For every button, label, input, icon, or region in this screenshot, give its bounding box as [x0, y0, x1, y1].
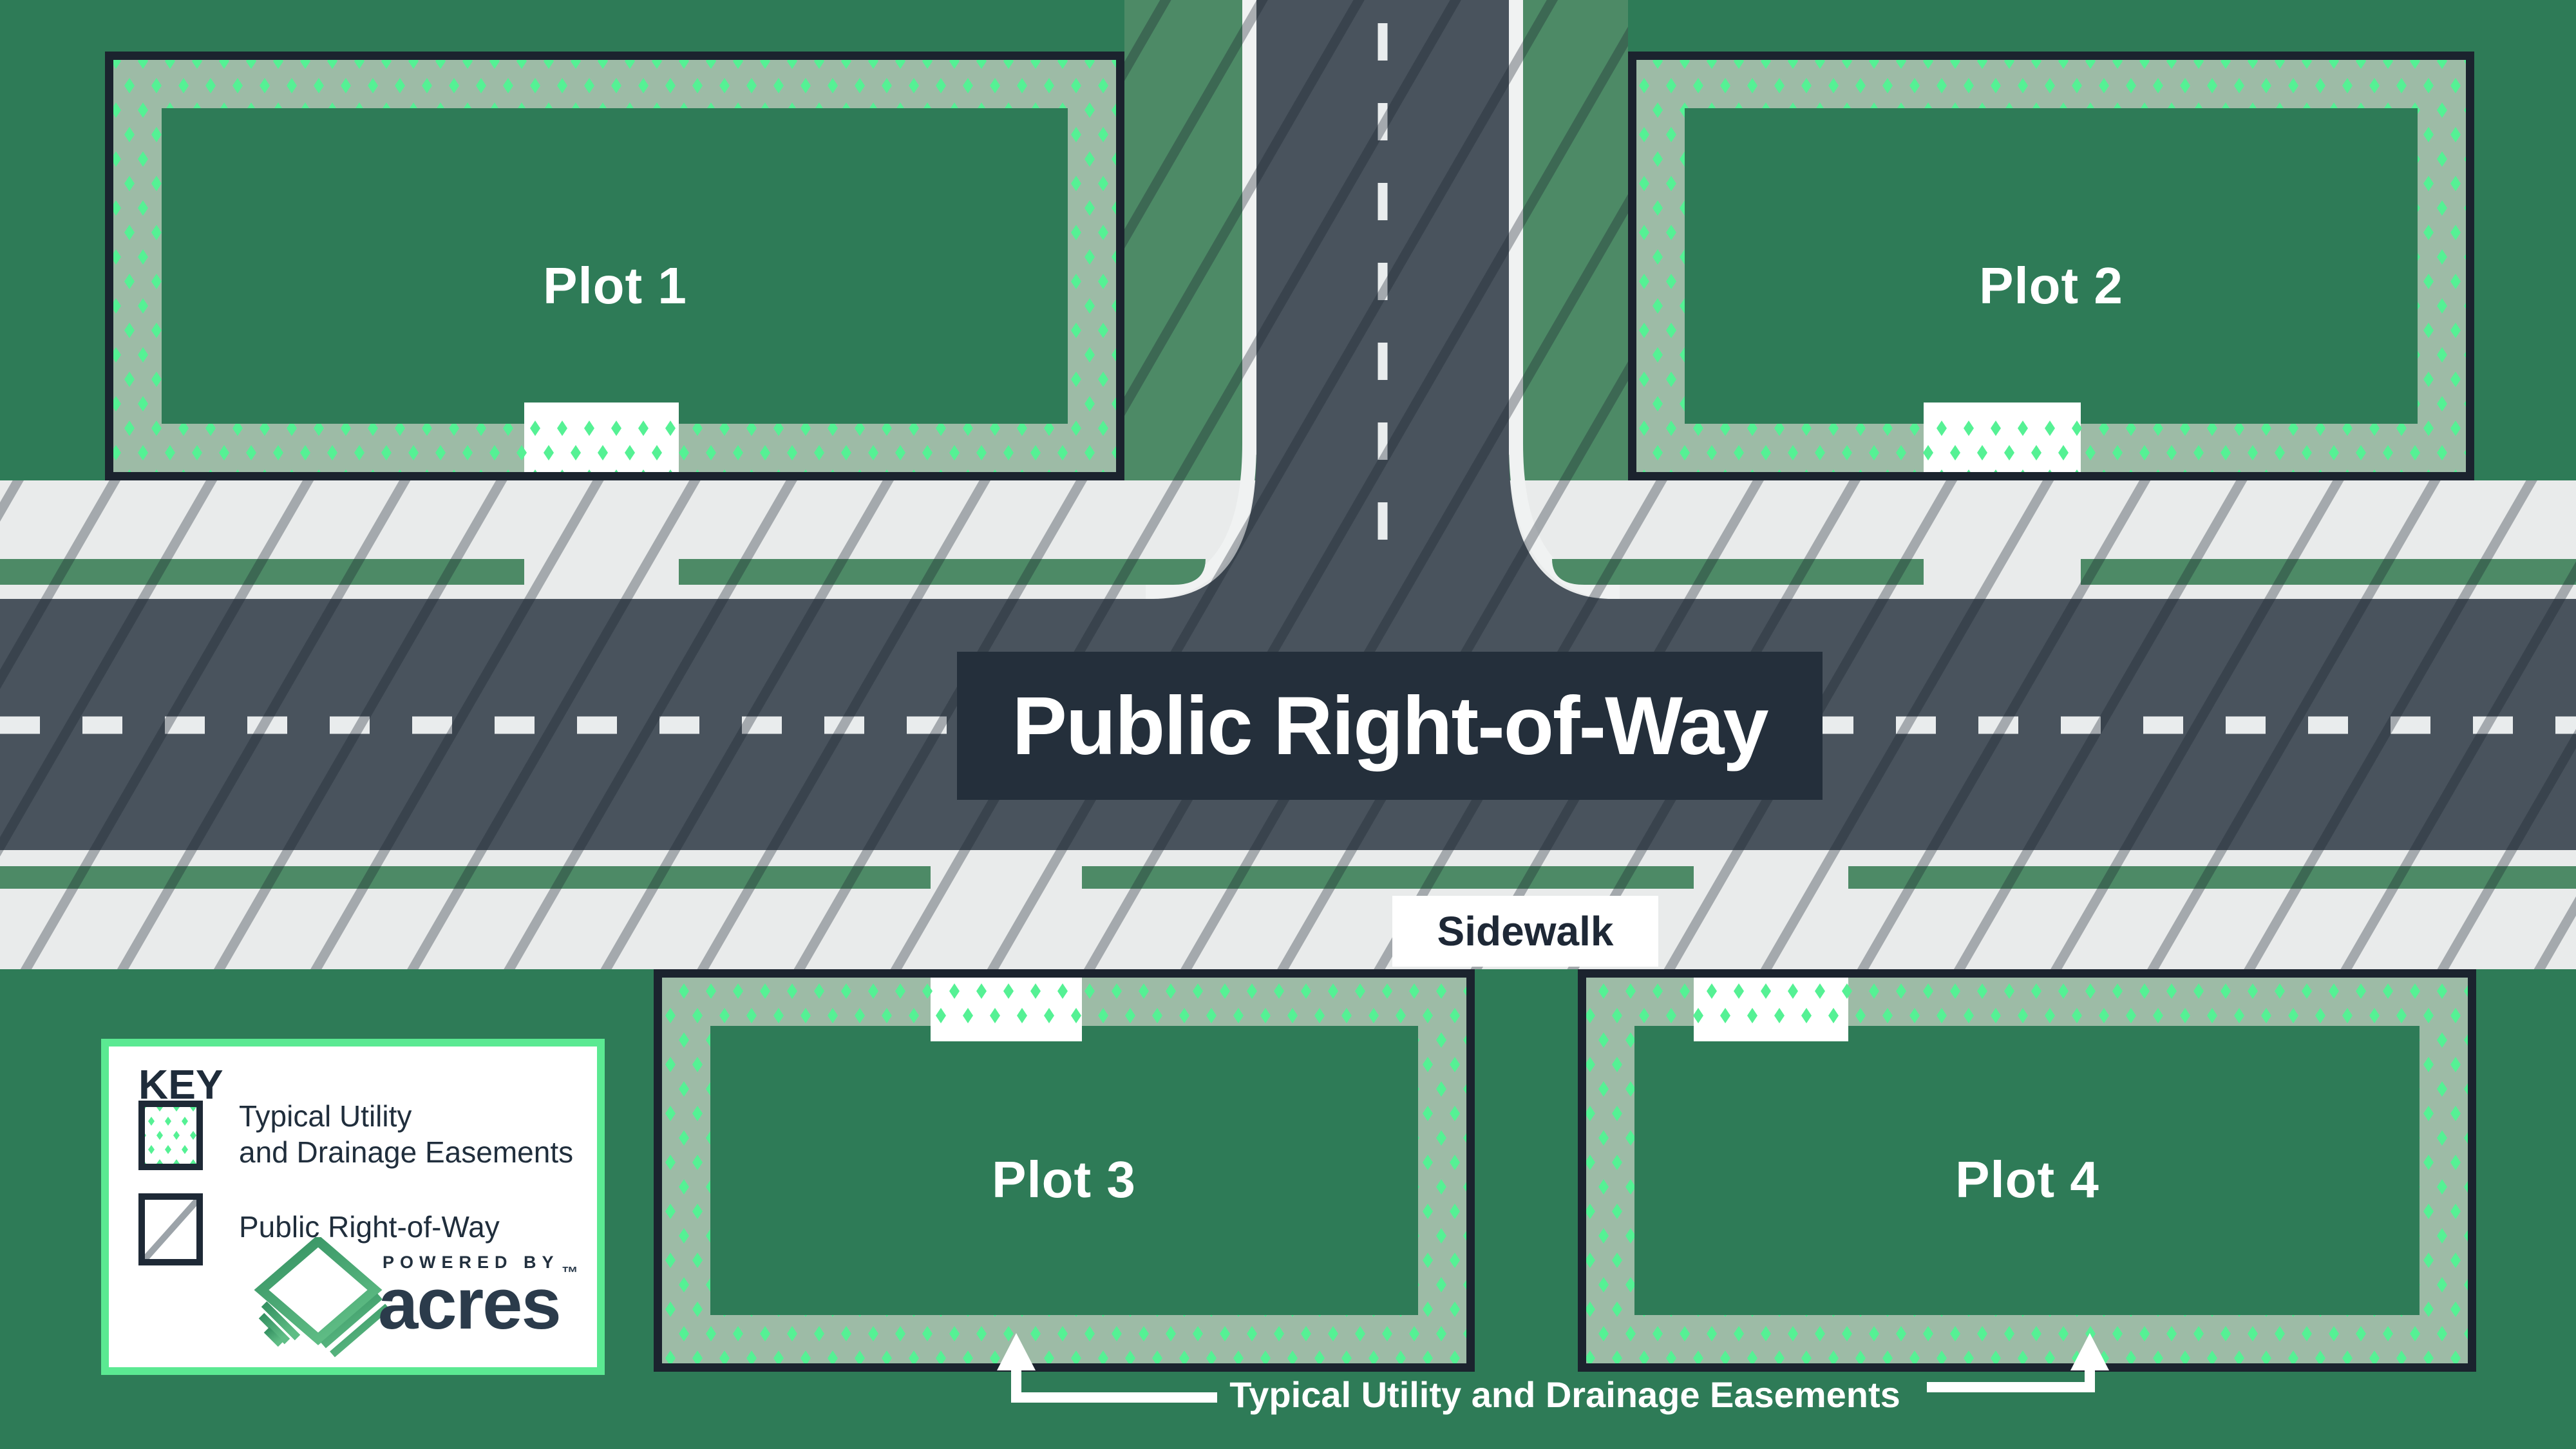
arrow-right-bar — [1927, 1382, 2095, 1392]
driveway-plot-3 — [931, 978, 1082, 1041]
easement-swatch-label: Typical Utility and Drainage Easements — [239, 1098, 573, 1170]
public-right-of-way-label-box: Public Right-of-Way — [957, 652, 1823, 800]
acres-logo: POWERED BY acres ™ — [254, 1237, 578, 1358]
arrow-right-head — [2070, 1333, 2109, 1370]
key-title: KEY — [138, 1061, 223, 1108]
plot-3-label: Plot 3 — [992, 1151, 1136, 1208]
plot-3 — [654, 969, 1475, 1372]
arrow-left-head — [997, 1333, 1036, 1370]
public-right-of-way-label: Public Right-of-Way — [1012, 679, 1768, 772]
sidewalk-label-box: Sidewalk — [1392, 896, 1658, 967]
acres-diamond-icon — [254, 1237, 390, 1358]
easement-label-line-1: Typical Utility — [239, 1099, 412, 1133]
right-of-way-swatch-label: Public Right-of-Way — [239, 1210, 500, 1244]
driveway-plot-1 — [524, 402, 679, 472]
powered-by-text: POWERED BY — [383, 1253, 560, 1272]
sidewalk-label: Sidewalk — [1437, 908, 1614, 954]
right-of-way-swatch — [138, 1193, 203, 1265]
plot-2-label: Plot 2 — [1979, 257, 2123, 314]
acres-wordmark: acres — [378, 1264, 560, 1344]
trademark-symbol: ™ — [562, 1263, 578, 1282]
easement-callout-text: Typical Utility and Drainage Easements — [1229, 1374, 1900, 1415]
key-legend: KEY Typical Utility and Drainage Easemen… — [101, 1039, 605, 1375]
driveway-plot-4 — [1694, 978, 1848, 1041]
plot-4-label: Plot 4 — [1955, 1151, 2099, 1208]
easement-label-line-2: and Drainage Easements — [239, 1135, 574, 1169]
arrow-left-bar — [1011, 1392, 1217, 1403]
easement-swatch — [138, 1101, 203, 1170]
plot-1-label: Plot 1 — [543, 257, 687, 314]
driveway-plot-2 — [1924, 402, 2081, 472]
easement-callout-arrows — [997, 1333, 2109, 1403]
acres-icon-layers — [258, 1293, 390, 1358]
